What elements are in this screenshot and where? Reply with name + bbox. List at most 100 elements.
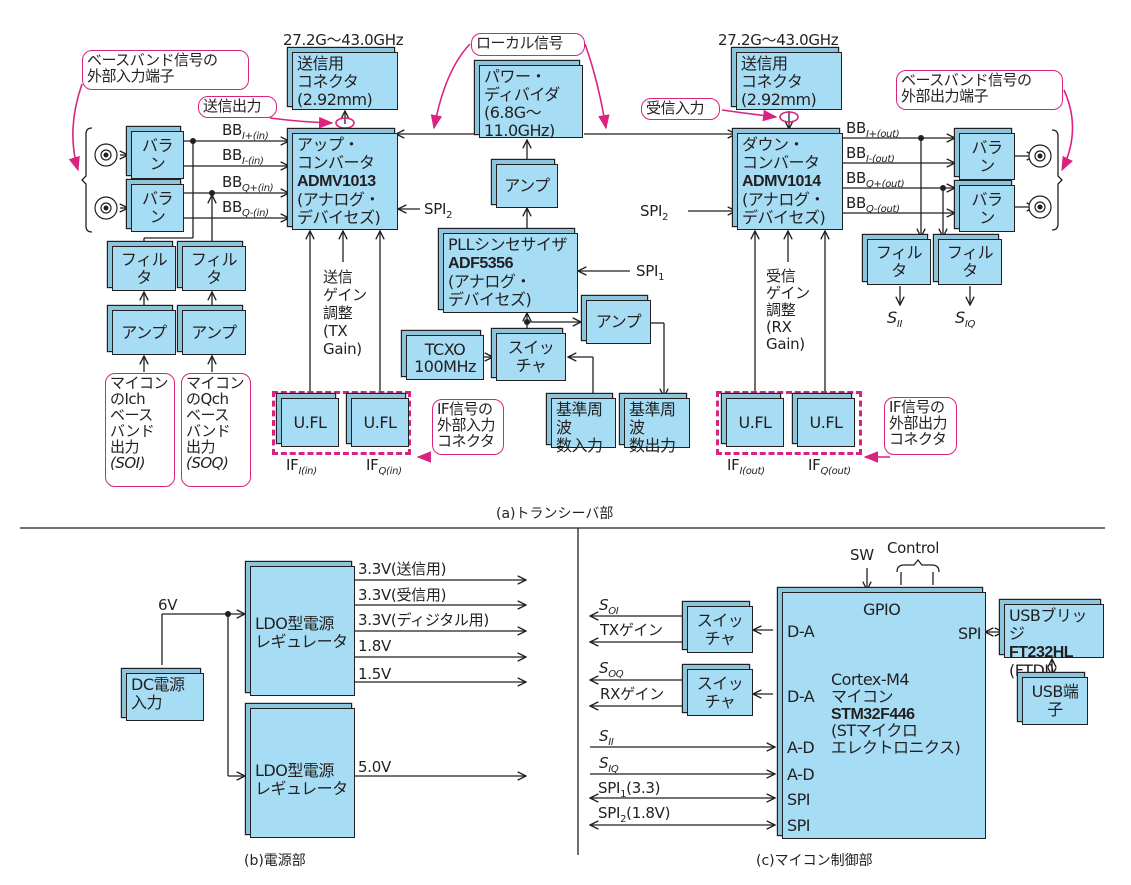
filter-q-out: フィルタ (938, 239, 1002, 285)
power-output-4: 1.8V (358, 637, 391, 655)
balun-in-2: バラン (131, 184, 184, 232)
ref-switcher-block: スイッチャ (496, 333, 566, 381)
balun-in-1: バラン (131, 131, 184, 179)
mcu-kind: マイコン (831, 687, 894, 706)
mcu-core: Cortex-M4 (831, 670, 910, 689)
mcu-maker-line1: (STマイクロ (831, 721, 918, 740)
pll-synthesizer-block: PLLシンセサイザ ADF5356 (アナログ・ デバイセズ) (443, 233, 578, 313)
tcxo-line2: 100MHz (414, 356, 476, 376)
mcu-part-number: STM32F446 (831, 706, 915, 723)
power-divider-line1: パワー・ (484, 67, 547, 86)
power-divider-line4: 11.0GHz) (484, 121, 555, 140)
ref-output-line1: 基準周波 (629, 400, 676, 437)
rx-connector-block: 送信用 コネクタ (2.92mm) (736, 52, 842, 110)
tx-connector-block: 送信用 コネクタ (2.92mm) (292, 52, 398, 110)
spi2-bus-label: SPI2(1.8V) (598, 804, 671, 825)
downconv-line5: デバイセズ) (742, 208, 826, 227)
tx-connector-line2: コネクタ (297, 72, 359, 91)
power-divider-block: パワー・ ディバイダ (6.8G～ 11.0GHz) (479, 65, 583, 140)
s-iq-label: SIQ (955, 308, 976, 331)
if-q-out-label: IFQ(out) (808, 456, 851, 477)
mcu-port-ad-1: A-D (787, 738, 815, 757)
ldo2-line2: レギュレータ (255, 779, 348, 798)
ldo2-line1: LDO型電源 (255, 761, 334, 780)
rx-gain-switcher: スイッチャ (687, 669, 753, 716)
s-iq-input-label: SIQ (599, 754, 619, 775)
bb-in-label-3: BBQ+(in) (222, 173, 274, 194)
if-output-connector-callout: IF信号の外部出力コネクタ (884, 397, 957, 455)
usb-port-block: USB端子 (1022, 677, 1088, 725)
s-ii-input-label: SII (599, 727, 614, 748)
s-oq-label: SOQ (599, 659, 624, 680)
upconv-line5: デバイセズ) (297, 208, 381, 227)
bb-out-label-2: BBI-(out) (846, 144, 895, 165)
usb-bridge-part-number: FT232HL (1009, 644, 1074, 661)
filter-i-in: フィルタ (112, 246, 176, 291)
downconv-line1: ダウン・ (742, 135, 805, 154)
usb-bridge-block: USBブリッジ FT232HL (FTDI) (1004, 604, 1104, 680)
pll-line1: PLLシンセサイザ (448, 235, 567, 254)
if-i-in-label: IFI(in) (286, 456, 317, 477)
rx-connector-line3: (2.92mm) (741, 90, 817, 109)
amp-i-in: アンプ (112, 310, 176, 355)
bb-input-terminal-callout: ベースバンド信号の外部入力端子 (82, 50, 249, 90)
spi2-tx-label: SPI2 (424, 200, 453, 221)
downconv-line4: (アナログ・ (742, 190, 825, 209)
bb-out-label-3: BBQ+(out) (846, 169, 905, 190)
if-out-connector-group (716, 391, 862, 455)
amp-q-in: アンプ (182, 310, 246, 355)
bb-in-label-4: BBQ-(in) (222, 198, 269, 219)
dc-input-line1: DC電源 (131, 675, 185, 694)
power-caption: (b)電源部 (244, 853, 306, 869)
mcu-port-spi-1: SPI (787, 790, 811, 809)
upconv-line2: コンバータ (297, 153, 375, 172)
ufl-q-in: U.FL (351, 398, 409, 447)
tx-gain-switcher: スイッチャ (687, 606, 753, 653)
down-converter-block: ダウン・ コンバータ ADMV1014 (アナログ・ デバイセズ) (737, 133, 843, 230)
power-output-5: 1.5V (358, 665, 391, 683)
ldo-regulator-2: LDO型電源 レギュレータ (250, 708, 355, 838)
usb-bridge-line1: USBブリッジ (1009, 606, 1087, 643)
pll-line4: デバイセズ) (448, 290, 532, 309)
local-signal-callout: ローカル信号 (471, 33, 585, 56)
ref-input-line2: 数入力 (556, 436, 603, 455)
mcu-port-spi-2: SPI (787, 816, 811, 835)
if-i-out-label: IFI(out) (727, 456, 765, 477)
pll-part-number: ADF5356 (448, 255, 513, 272)
tx-frequency-label: 27.2G～43.0GHz (283, 31, 404, 49)
bb-in-label-2: BBI-(in) (222, 146, 264, 167)
s-ii-label: SII (887, 308, 903, 331)
s-oi-label: SOI (599, 596, 619, 617)
upconv-line4: (アナログ・ (297, 190, 380, 209)
spi1-label: SPI1 (636, 262, 665, 283)
upconv-part-number: ADMV1013 (297, 173, 376, 190)
mcu-caption: (c)マイコン制御部 (756, 853, 873, 869)
if-in-connector-group (272, 391, 411, 455)
lo-amp-block: アンプ (496, 164, 558, 208)
power-divider-line3: (6.8G～ (484, 103, 542, 122)
ufl-i-out: U.FL (726, 398, 784, 447)
power-output-2: 3.3V(受信用) (358, 586, 447, 604)
spi1-bus-label: SPI1(3.3) (598, 779, 661, 800)
transceiver-caption: (a)トランシーバ部 (496, 506, 614, 522)
rx-connector-line1: 送信用 (741, 54, 788, 73)
dc-input-line2: 入力 (131, 693, 163, 712)
power-divider-line2: ディバイダ (484, 85, 560, 104)
bb-output-terminal-callout: ベースバンド信号の外部出力端子 (896, 70, 1063, 110)
power-output-1: 3.3V(送信用) (358, 560, 447, 578)
rx-connector-line2: コネクタ (741, 72, 803, 91)
power-output-3: 3.3V(ディジタル用) (358, 611, 489, 629)
tx-connector-line1: 送信用 (297, 54, 344, 73)
mcu-block: GPIO D-A SPI Cortex-M4 D-A マイコン STM32F44… (782, 592, 986, 839)
gpio-label: GPIO (863, 600, 901, 619)
downconv-part-number: ADMV1014 (742, 173, 821, 190)
bb-out-label-4: BBQ-(out) (846, 194, 900, 215)
up-converter-block: アップ・ コンバータ ADMV1013 (アナログ・ デバイセズ) (292, 133, 398, 230)
ufl-q-out: U.FL (797, 398, 855, 447)
if-input-connector-callout: IF信号の外部入力コネクタ (432, 399, 504, 455)
ref-amp-block: アンプ (586, 300, 651, 344)
